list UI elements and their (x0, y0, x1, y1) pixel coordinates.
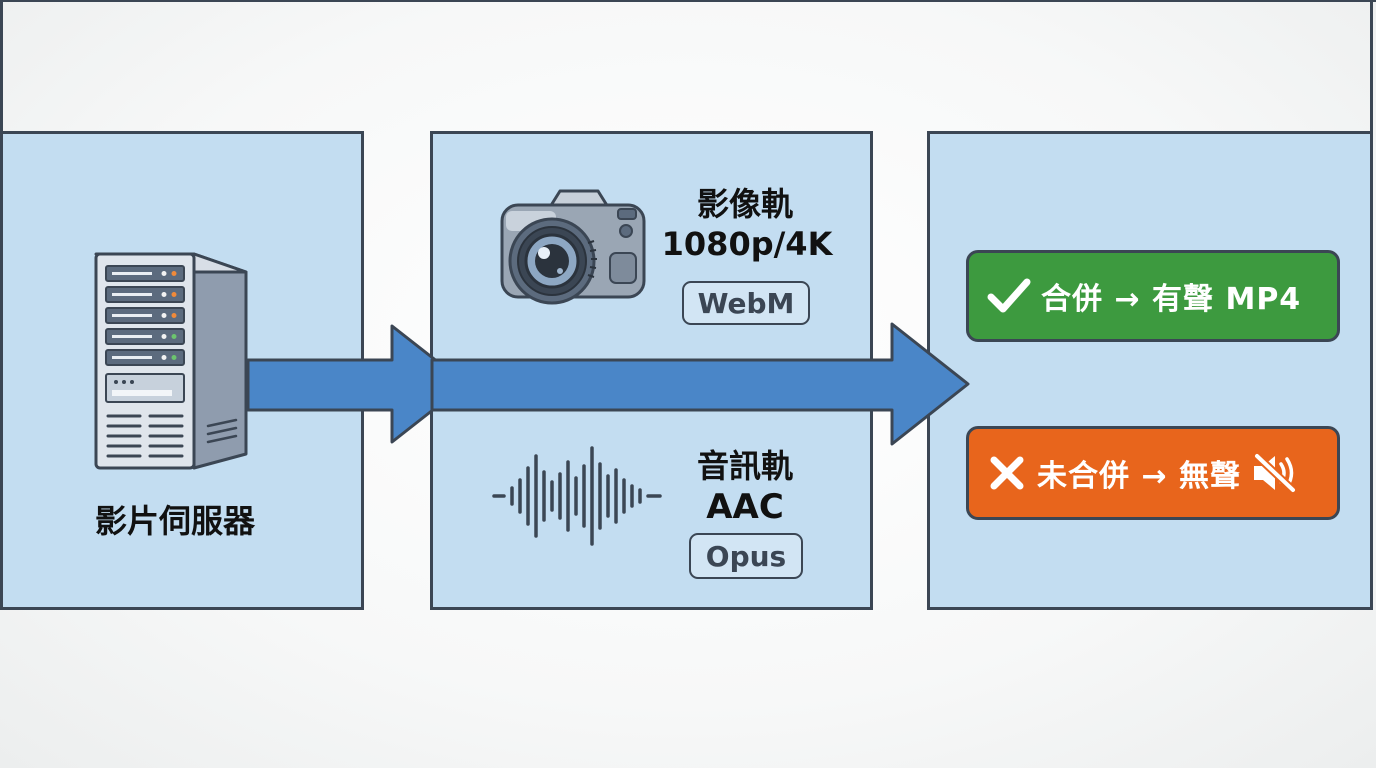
video-format-badge: WebM (682, 281, 810, 325)
arrow-server-to-tracks (246, 324, 468, 444)
cross-icon (990, 456, 1024, 490)
result-merged: 合併 → 有聲 MP4 (966, 250, 1340, 342)
result-not-merged: 未合併 → 無聲 (966, 426, 1340, 520)
frame-left-line (0, 0, 3, 134)
muted-speaker-icon (1253, 452, 1298, 494)
server-icon (94, 252, 248, 470)
frame-top-line (0, 0, 1376, 2)
server-label: 影片伺服器 (94, 502, 255, 540)
check-icon (987, 278, 1031, 313)
result-not-merged-text: 未合併 → 無聲 (1037, 459, 1242, 494)
audio-track-title: 音訊軌 (696, 447, 793, 485)
audio-waveform-icon (492, 446, 662, 546)
frame-right-line (1370, 0, 1373, 134)
audio-track-codec: AAC (706, 487, 784, 527)
audio-format-badge: Opus (689, 533, 803, 579)
result-merged-text: 合併 → 有聲 MP4 (1041, 282, 1302, 317)
arrow-tracks-to-result (430, 322, 970, 446)
camera-icon (500, 189, 646, 305)
video-track-title: 影像軌 (696, 185, 793, 223)
video-track-resolution: 1080p/4K (661, 225, 833, 263)
